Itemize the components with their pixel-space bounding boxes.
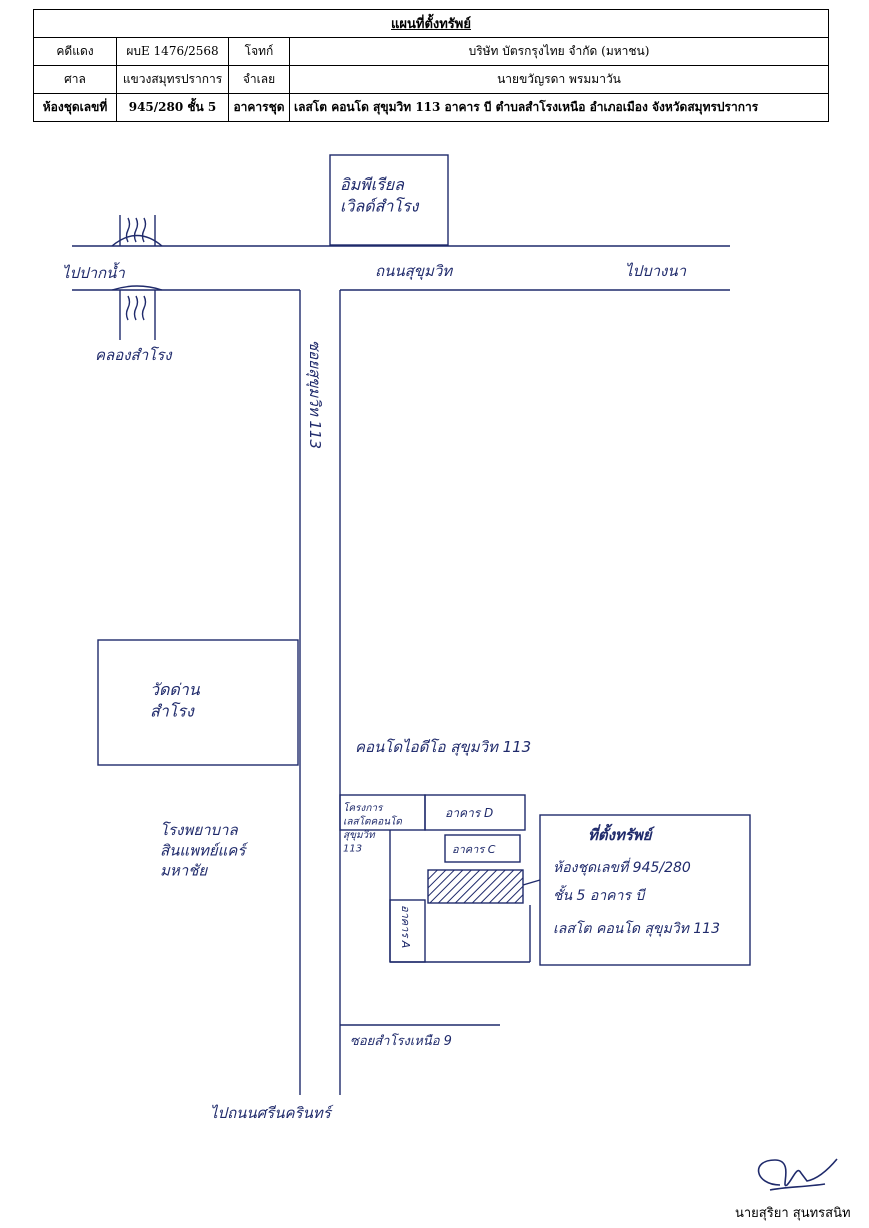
building-d-label: อาคาร D <box>445 806 493 820</box>
page-title: แผนที่ตั้งทรัพย์ <box>33 9 829 38</box>
water-wave <box>125 217 131 243</box>
water-wave <box>133 217 139 243</box>
header-table: แผนที่ตั้งทรัพย์ คดีแดง ผบE 1476/2568 โจ… <box>33 9 829 122</box>
header-row: คดีแดง ผบE 1476/2568 โจทก์ บริษัท บัตรกร… <box>33 37 829 66</box>
canal-bridge-lower <box>111 285 163 291</box>
samrong-canal-label: คลองสำโรง <box>95 346 173 364</box>
imperial-world-box <box>329 154 449 246</box>
pointer-arrow <box>522 879 541 886</box>
canal-bridge <box>111 234 163 247</box>
defendant-label: จำเลย <box>228 65 290 94</box>
case-label: คดีแดง <box>33 37 117 66</box>
condo-ideo-label: คอนโดไอดีโอ สุขุมวิท 113 <box>355 738 531 756</box>
building-d-box <box>424 794 526 831</box>
property-box-title: ที่ตั้งทรัพย์ <box>588 823 656 844</box>
property-label-box <box>539 814 751 966</box>
condo-value: เลสโต คอนโด สุขุมวิท 113 อาคาร บี ตำบลสำ… <box>289 93 829 122</box>
header-row: ศาล แขวงสมุทรปราการ จำเลย นายขวัญรดา พรม… <box>33 65 829 94</box>
defendant-value: นายขวัญรดา พรมมาวัน <box>289 65 829 94</box>
property-box-line3: เลสโต คอนโด สุขุมวิท 113 <box>553 920 720 937</box>
building-c-label: อาคาร C <box>452 843 496 856</box>
to-paknam-label: ไปปากน้ำ <box>62 262 125 282</box>
hospital-label: โรงพยาบาลสินแพทย์แคร์มหาชัย <box>160 821 248 880</box>
water-wave <box>141 217 147 243</box>
condo-label: อาคารชุด <box>228 93 290 122</box>
wat-dan-label: วัดด่านสำโรง <box>150 680 201 721</box>
to-bangna-label: ไปบางนา <box>625 262 687 280</box>
to-srinakarin-label: ไปถนนศรีนครินทร์ <box>210 1104 334 1122</box>
header-row: ห้องชุดเลขที่ 945/280 ชั้น 5 อาคารชุด เล… <box>33 93 829 122</box>
signatory-name: นายสุริยา สุนทรสนิท <box>735 1206 851 1221</box>
soi-samrong-nuea-label: ซอยสำโรงเหนือ 9 <box>350 1033 452 1049</box>
signature-mark <box>757 1158 838 1191</box>
sukhumvit-road-label: ถนนสุขุมวิท <box>375 262 453 280</box>
water-wave <box>133 295 139 321</box>
wat-dan-box <box>97 639 299 766</box>
court-value: แขวงสมุทรปราการ <box>116 65 229 94</box>
plaintiff-label: โจทก์ <box>228 37 290 66</box>
building-a-label: อาคาร A <box>399 905 412 948</box>
building-c-box <box>444 834 521 863</box>
unit-label: ห้องชุดเลขที่ <box>33 93 117 122</box>
unit-value: 945/280 ชั้น 5 <box>116 93 229 122</box>
soi-113-label: ซอยสุขุมวิท 113 <box>306 340 324 449</box>
water-wave <box>125 295 131 321</box>
plaintiff-value: บริษัท บัตรกรุงไทย จำกัด (มหาชน) <box>289 37 829 66</box>
imperial-world-label: อิมพีเรียลเวิลด์สำโรง <box>340 175 420 216</box>
property-box-line2: ชั้น 5 อาคาร บี <box>553 885 646 904</box>
water-wave <box>141 295 147 321</box>
property-building-b <box>427 869 524 904</box>
property-box-line1: ห้องชุดเลขที่ 945/280 <box>553 857 691 876</box>
